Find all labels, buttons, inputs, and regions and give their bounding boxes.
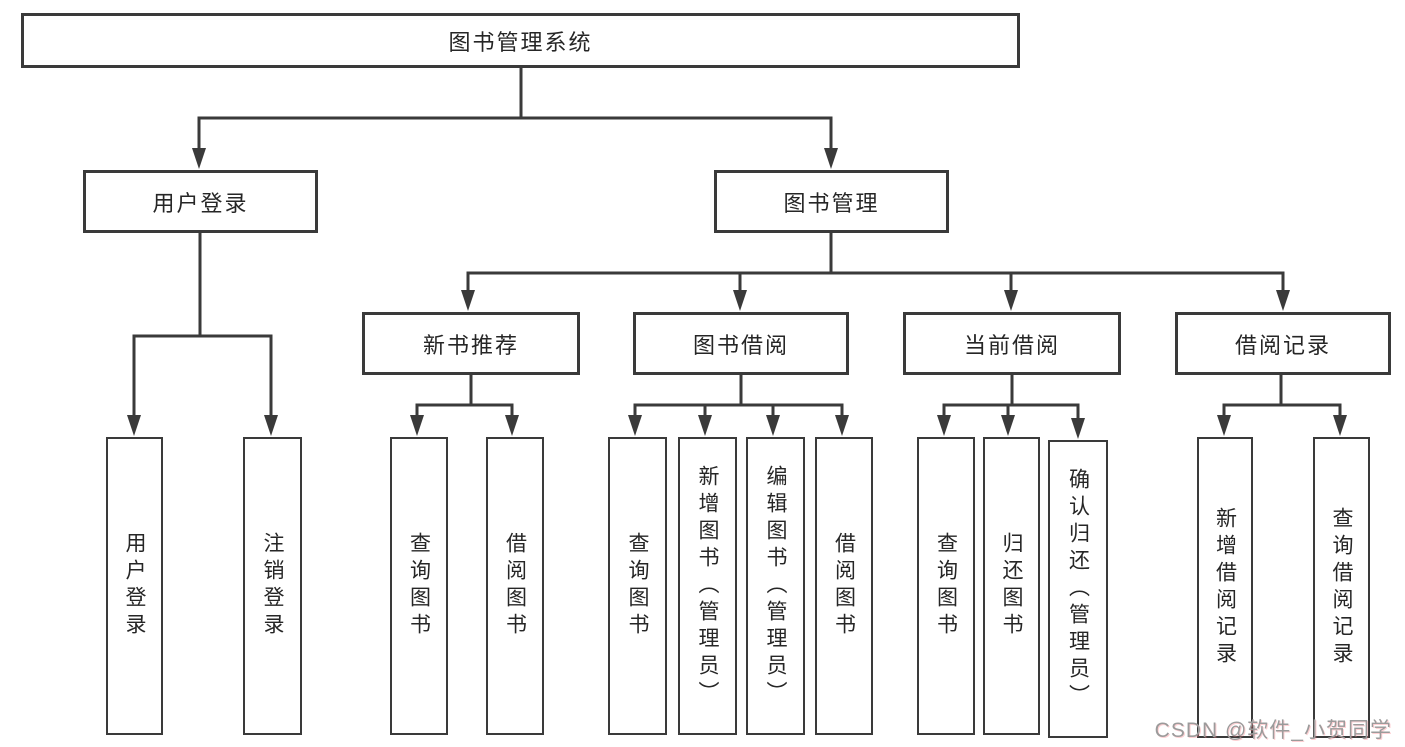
node-bb-query-books: 查询图书 bbox=[608, 437, 667, 735]
node-cb-return-books: 归还图书 bbox=[983, 437, 1040, 735]
node-user-login: 用户登录 bbox=[83, 170, 318, 233]
node-borrow-record: 借阅记录 bbox=[1175, 312, 1391, 375]
node-logout-leaf: 注销登录 bbox=[243, 437, 302, 735]
node-new-book-recommend: 新书推荐 bbox=[362, 312, 580, 375]
node-root: 图书管理系统 bbox=[21, 13, 1020, 68]
node-cb-confirm-return-admin: 确认归还（管理员） bbox=[1048, 440, 1108, 738]
node-user-login-leaf: 用户登录 bbox=[106, 437, 163, 735]
node-nb-query-books: 查询图书 bbox=[390, 437, 448, 735]
node-cb-query-books: 查询图书 bbox=[917, 437, 975, 735]
node-bb-add-books-admin: 新增图书（管理员） bbox=[678, 437, 737, 735]
node-book-borrow: 图书借阅 bbox=[633, 312, 849, 375]
node-current-borrow: 当前借阅 bbox=[903, 312, 1121, 375]
node-nb-borrow-books: 借阅图书 bbox=[486, 437, 544, 735]
arrowheads bbox=[127, 148, 1347, 439]
node-bb-borrow-books: 借阅图书 bbox=[815, 437, 873, 735]
csdn-watermark: CSDN @软件_小贺同学 bbox=[1154, 719, 1392, 742]
node-book-management: 图书管理 bbox=[714, 170, 949, 233]
node-br-query-record: 查询借阅记录 bbox=[1313, 437, 1370, 738]
node-br-add-record: 新增借阅记录 bbox=[1197, 437, 1253, 738]
node-bb-edit-books-admin: 编辑图书（管理员） bbox=[746, 437, 805, 735]
